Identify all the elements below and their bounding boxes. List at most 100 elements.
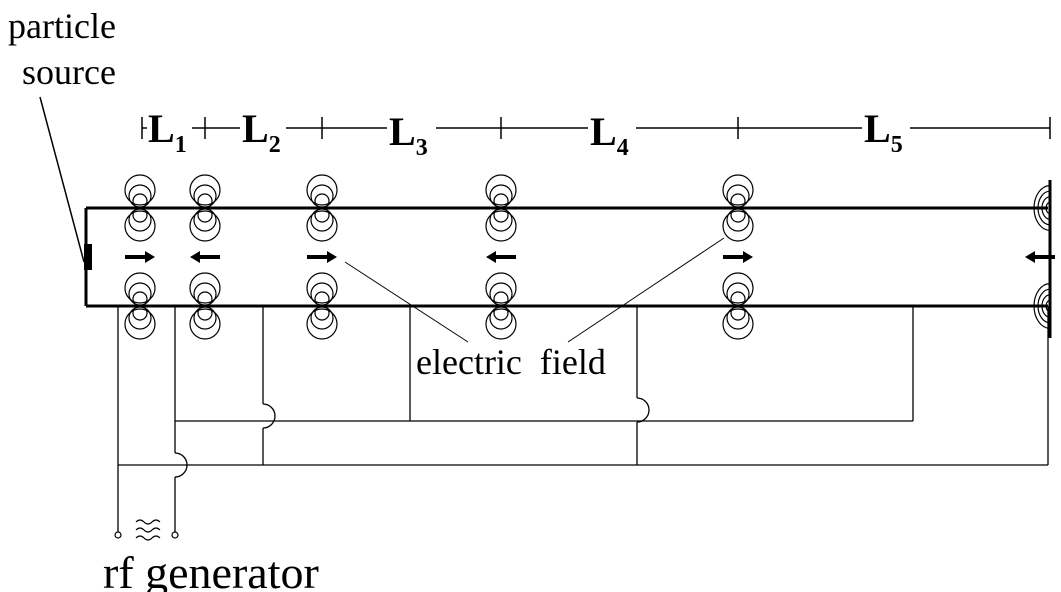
electric-field-label: electric field: [416, 342, 606, 382]
end-field-arc: [1033, 185, 1051, 231]
field-circle: [485, 210, 517, 242]
field-circle: [197, 305, 213, 321]
rf-terminal-right: [171, 531, 179, 539]
field-circle: [193, 208, 217, 232]
field-circle: [314, 193, 330, 209]
field-circle: [193, 282, 217, 306]
end-field-arc: [1045, 299, 1051, 313]
end-field-arc: [1041, 196, 1051, 220]
source-pointer-line: [39, 96, 85, 263]
field-circle: [132, 305, 148, 321]
field-circle: [485, 272, 517, 304]
field-circle: [314, 291, 330, 307]
field-circle: [189, 308, 221, 340]
rf-generator-label: rf generator: [103, 547, 319, 592]
field-circle: [189, 272, 221, 304]
field-circle: [493, 193, 509, 209]
segment-label-5: L5: [864, 106, 903, 158]
field-circle: [306, 272, 338, 304]
field-circle: [306, 174, 338, 206]
rf-wiring: [117, 306, 1049, 532]
field-circle: [726, 208, 750, 232]
field-circle: [310, 282, 334, 306]
segment-label-4: L4: [590, 109, 629, 161]
field-circle: [489, 306, 513, 330]
field-circle: [189, 210, 221, 242]
field-circle: [124, 210, 156, 242]
field-circle: [489, 184, 513, 208]
field-circle: [722, 174, 754, 206]
field-circle-cluster: [306, 174, 338, 242]
field-circle: [730, 291, 746, 307]
field-circle: [124, 308, 156, 340]
segment-label-1: L1: [148, 106, 187, 158]
field-circle: [310, 208, 334, 232]
end-field-arcs: [1033, 185, 1051, 329]
field-circle: [722, 308, 754, 340]
field-circle: [730, 305, 746, 321]
arrow-right-icon: [125, 251, 155, 263]
rf-wave-icon: [135, 519, 161, 541]
field-circle: [722, 272, 754, 304]
field-circle: [189, 174, 221, 206]
field-circle-cluster: [722, 174, 754, 242]
field-circle: [197, 207, 213, 223]
field-circle: [197, 291, 213, 307]
end-field-arc: [1037, 288, 1051, 324]
field-circle-cluster: [722, 272, 754, 340]
field-circle: [310, 184, 334, 208]
field-circle: [493, 207, 509, 223]
field-circle-cluster: [189, 174, 221, 242]
field-circle: [132, 207, 148, 223]
field-circle: [493, 305, 509, 321]
field-circle: [726, 282, 750, 306]
field-circle-cluster: [306, 272, 338, 340]
field-circle: [124, 174, 156, 206]
field-circle: [314, 305, 330, 321]
field-circle: [306, 308, 338, 340]
segment-dimension-line: [141, 117, 1051, 139]
particle-source-label-line1: particle: [8, 6, 116, 46]
field-circle: [726, 184, 750, 208]
field-circle: [306, 210, 338, 242]
field-pointer-line-left: [344, 261, 469, 343]
field-circle: [128, 306, 152, 330]
arrow-left-icon: [486, 251, 516, 263]
field-circle: [128, 282, 152, 306]
field-circle: [132, 193, 148, 209]
field-circle: [726, 306, 750, 330]
end-field-arc: [1041, 294, 1051, 318]
field-circle: [314, 207, 330, 223]
arrow-right-icon: [723, 251, 753, 263]
field-circle-cluster: [485, 174, 517, 242]
field-circle: [489, 282, 513, 306]
arrow-right-icon: [307, 251, 337, 263]
field-circle: [197, 193, 213, 209]
particle-source-label-line2: source: [22, 52, 116, 92]
end-field-arc: [1037, 190, 1051, 226]
field-circle: [722, 210, 754, 242]
field-circle: [193, 306, 217, 330]
arrow-left-icon: [190, 251, 220, 263]
field-circle: [730, 193, 746, 209]
field-circle-cluster: [124, 272, 156, 340]
particle-source-plate: [84, 244, 92, 270]
field-circle-cluster: [189, 272, 221, 340]
field-circle-cluster: [124, 174, 156, 242]
segment-label-3: L3: [389, 109, 428, 161]
field-circle: [493, 291, 509, 307]
field-circle: [124, 272, 156, 304]
rf-terminal-left: [114, 531, 122, 539]
field-circle: [730, 207, 746, 223]
field-direction-arrows: [125, 251, 1055, 263]
drift-tube-rails: [84, 206, 1048, 308]
field-circle: [310, 306, 334, 330]
field-circle: [485, 174, 517, 206]
field-circle: [485, 308, 517, 340]
field-circle: [132, 291, 148, 307]
segment-label-2: L2: [242, 106, 281, 158]
electric-field-circles: [124, 174, 754, 340]
field-circle: [128, 184, 152, 208]
field-circle: [489, 208, 513, 232]
